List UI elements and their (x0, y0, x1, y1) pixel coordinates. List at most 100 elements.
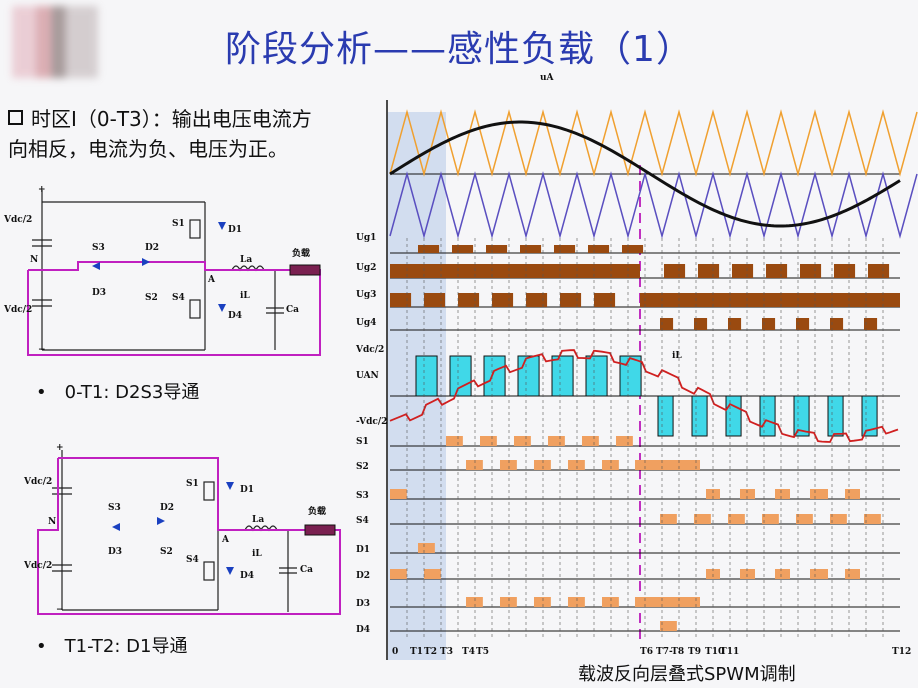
d3-state (500, 597, 517, 607)
current-label-2: iL (252, 549, 262, 559)
row-label: Vdc/2 (355, 345, 384, 355)
d2-label: D2 (145, 243, 159, 253)
row-label: -Vdc/2 (356, 417, 387, 427)
ug3-pulse (424, 293, 446, 307)
inductor-label-2: La (252, 515, 264, 525)
ug3-pulse (458, 293, 480, 307)
s1-state (480, 436, 497, 446)
square-bullet-icon (8, 110, 23, 125)
uan-negative-pulse (827, 395, 844, 437)
uan-negative-pulse (725, 395, 742, 437)
sub-bullet-2-text: T1-T2: D1导通 (64, 636, 188, 657)
s2-label: S2 (145, 293, 158, 303)
ug4-pulse (864, 318, 878, 330)
plus-label: + (38, 185, 46, 195)
ug3-pulse (640, 293, 900, 307)
time-label: T1 (410, 647, 423, 657)
d2-state (740, 569, 755, 579)
node-n-label-2: N (48, 517, 56, 527)
dot-icon: • (36, 636, 47, 657)
ug2-pulse (800, 264, 822, 278)
ug1-pulse (554, 245, 576, 253)
s4-state (762, 514, 779, 524)
s1-state (548, 436, 565, 446)
load-label: 负载 (292, 247, 310, 259)
d2-label-2: D2 (160, 503, 174, 513)
ug1-pulse (520, 245, 542, 253)
d2-state (810, 569, 828, 579)
main-bullet-line1: 时区I（0-T3）：输出电压电流方 (31, 107, 312, 131)
ug4-pulse (728, 318, 742, 330)
ug3-pulse (390, 293, 412, 307)
s2-state (635, 460, 700, 470)
s3-label-2: S3 (108, 503, 121, 513)
time-label: T6 (640, 647, 653, 657)
row-label: Ug3 (356, 290, 376, 300)
ua-label: uA (540, 73, 555, 83)
s2-state (466, 460, 483, 470)
row-label: S1 (356, 437, 369, 447)
ug2-pulse (664, 264, 686, 278)
s1-label: S1 (172, 219, 185, 229)
time-label: T10 (705, 647, 724, 657)
ug3-pulse (560, 293, 582, 307)
vdc-bottom-label: Vdc/2 (3, 305, 32, 315)
s1-state (616, 436, 633, 446)
vdc-bottom-label-2: Vdc/2 (23, 561, 52, 571)
s4-label-2: S4 (186, 555, 199, 565)
ug1-pulse (418, 245, 440, 253)
ug2-pulse (766, 264, 788, 278)
d3-label: D3 (92, 288, 106, 298)
node-a-label: A (207, 275, 216, 285)
row-label: UAN (356, 371, 379, 381)
sub-bullet-2: • T1-T2: D1导通 (36, 632, 187, 658)
row-label: S2 (356, 462, 369, 472)
ug1-pulse (622, 245, 644, 253)
s4-state (796, 514, 813, 524)
d3-state (635, 597, 700, 607)
capacitor-label: Ca (286, 305, 299, 315)
ug1-pulse (588, 245, 610, 253)
load-label-2: 负载 (308, 505, 326, 517)
d4-label: D4 (228, 311, 242, 321)
s1-state (582, 436, 599, 446)
ug3-pulse (492, 293, 514, 307)
ug1-pulse (452, 245, 474, 253)
s2-state (500, 460, 517, 470)
dot-icon: • (36, 382, 47, 403)
time-label: T2 (424, 647, 437, 657)
uan-positive-pulse (585, 355, 608, 397)
s3-state (390, 489, 407, 499)
waveform-caption: 载波反向层叠式SPWM调制 (578, 664, 796, 685)
ug4-pulse (762, 318, 776, 330)
s1-state (514, 436, 531, 446)
d2-state (775, 569, 790, 579)
ug1-pulse (486, 245, 508, 253)
s4-state (830, 514, 847, 524)
vdc-top-label-2: Vdc/2 (23, 477, 52, 487)
blurred-logo (12, 6, 98, 78)
lower-carrier (389, 171, 918, 239)
time-label: T3 (440, 647, 453, 657)
ug4-pulse (694, 318, 708, 330)
ug3-pulse (526, 293, 548, 307)
ug4-pulse (796, 318, 810, 330)
d4-label-2: D4 (240, 571, 254, 581)
row-label: Ug4 (356, 318, 376, 328)
s2-state (602, 460, 619, 470)
s3-state (810, 489, 828, 499)
d1-label: D1 (228, 225, 242, 235)
row-label: S4 (356, 516, 369, 526)
s3-label: S3 (92, 243, 105, 253)
uan-negative-pulse (759, 395, 776, 437)
sub-bullet-1: •0-T1: D2S3导通 (36, 378, 199, 404)
d3-state (534, 597, 551, 607)
d2-state (845, 569, 860, 579)
d3-state (602, 597, 619, 607)
main-bullet: 时区I（0-T3）：输出电压电流方 向相反，电流为负、电压为正。 (8, 104, 388, 164)
time-label: T5 (476, 647, 489, 657)
d1-label-2: D1 (240, 485, 254, 495)
